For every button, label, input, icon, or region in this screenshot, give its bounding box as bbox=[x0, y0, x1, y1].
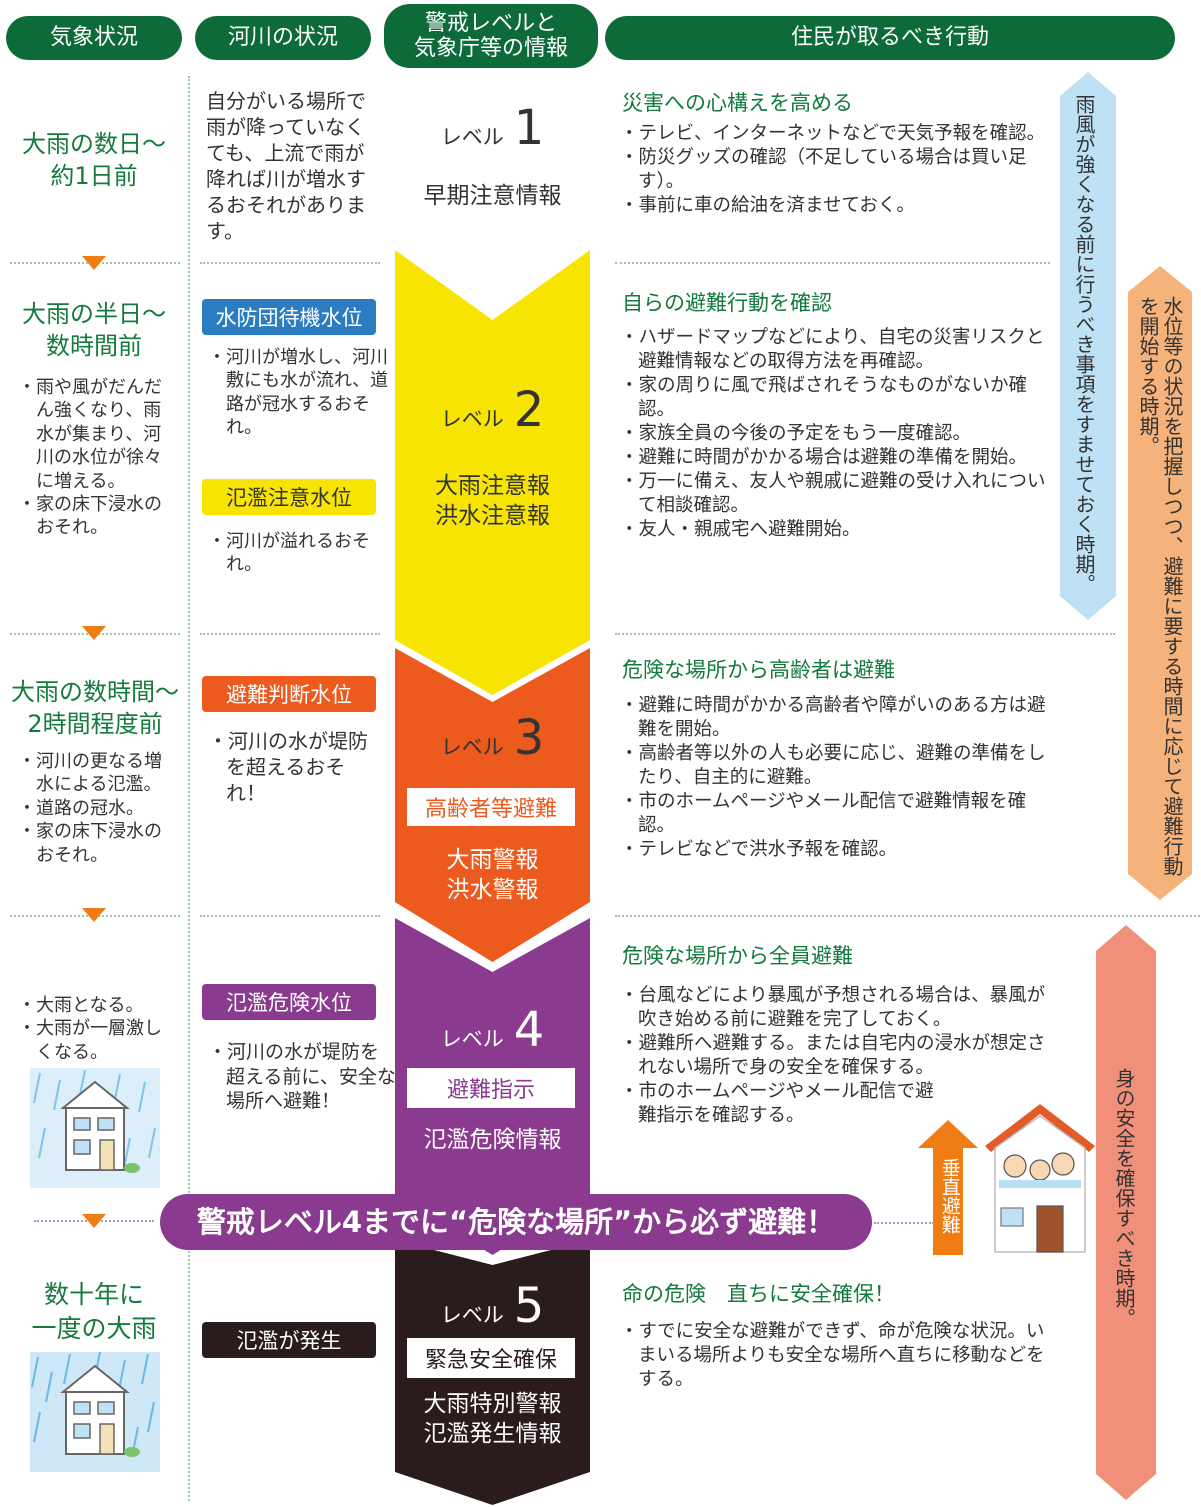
row-arrow-down bbox=[82, 908, 106, 922]
row-divider bbox=[200, 633, 380, 635]
level-4-alert-pill: 避難指示 bbox=[407, 1068, 575, 1108]
side-arrow-blue bbox=[1060, 72, 1116, 620]
row-arrow-down bbox=[82, 256, 106, 270]
level-4-info: 氾濫危険情報 bbox=[423, 1127, 562, 1153]
row3-action-title: 危険な場所から高齢者は避難 bbox=[622, 658, 895, 682]
row3-action-list: ・避難に時間がかかる高齢者や障がいのある方は避難を開始。・高齢者等以外の人も必要… bbox=[620, 695, 1046, 861]
vertical-evacuation-label: 垂直避難 bbox=[938, 1158, 961, 1234]
row-divider bbox=[200, 262, 380, 264]
row4-weather-list: ・大雨となる。・大雨が一層激しくなる。 bbox=[18, 995, 162, 1063]
level-5-info: 大雨特別警報 氾濫発生情報 bbox=[423, 1391, 562, 1447]
row2-weather-list: ・雨や風がだんだん強くなり、雨水が集まり、河川の水位が徐々に増える。・家の床下浸… bbox=[18, 377, 162, 539]
row2-action-list: ・ハザードマップなどにより、自宅の災害リスクと避難情報などの取得方法を再確認。・… bbox=[620, 327, 1046, 541]
side-arrow-red bbox=[1096, 925, 1156, 1500]
header-river: 河川の状況 bbox=[195, 16, 371, 60]
side-arrow-orange bbox=[1128, 266, 1192, 900]
row4-river-text: ・河川の水が堤防を超える前に、安全な場所へ避難！ bbox=[208, 1041, 396, 1113]
row3-river-text: ・河川の水が堤防を超えるおそれ！ bbox=[208, 729, 368, 805]
level-5-alert-pill: 緊急安全確保 bbox=[407, 1338, 575, 1378]
row2-weather-title: 大雨の半日～ 数時間前 bbox=[22, 300, 166, 361]
row5-weather-title: 数十年に 一度の大雨 bbox=[31, 1280, 157, 1343]
evacuation-banner-text: 警戒レベル4までに“危険な場所”から必ず避難！ bbox=[196, 1205, 836, 1239]
row2-action-title: 自らの避難行動を確認 bbox=[622, 291, 832, 315]
house-in-heavy-rain-icon bbox=[30, 1352, 160, 1472]
header-action: 住民が取るべき行動 bbox=[605, 16, 1175, 60]
dotted-connector bbox=[874, 1222, 934, 1224]
evacuation-banner bbox=[160, 1194, 872, 1250]
row3-weather-title: 大雨の数時間～ 2時間程度前 bbox=[11, 678, 179, 739]
river-badge-danger-level: 氾濫危険水位 bbox=[202, 984, 376, 1020]
header-weather: 気象状況 bbox=[6, 16, 182, 60]
family-house-icon bbox=[985, 1104, 1095, 1253]
side-arrow-red-text: 身の安全を確保すべき時期。 bbox=[1112, 1068, 1136, 1328]
header-level: 警戒レベルと 気象庁等の情報 bbox=[384, 4, 598, 68]
row-divider bbox=[615, 633, 1115, 635]
level-3-info: 大雨警報 洪水警報 bbox=[446, 847, 539, 903]
river-badge-standby-level: 水防団待機水位 bbox=[202, 299, 376, 335]
row5-action-list: ・すでに安全な避難ができず、命が危険な状況。いまいる場所よりも安全な場所へ直ちに… bbox=[620, 1321, 1045, 1391]
vertical-evacuation-arrow bbox=[918, 1120, 978, 1255]
row3-weather-list: ・河川の更なる増水による氾濫。・道路の冠水。・家の床下浸水のおそれ。 bbox=[18, 751, 162, 866]
row4-action-list: ・台風などにより暴風が予想される場合は、暴風が吹き始める前に避難を完了しておく。… bbox=[620, 985, 1046, 1127]
row2-river-text2: ・河川が溢れるおそれ。 bbox=[208, 531, 370, 576]
row1-action-list: ・テレビ、インターネットなどで天気予報を確認。・防災グッズの確認（不足している場… bbox=[620, 123, 1046, 217]
row-divider bbox=[615, 915, 1200, 917]
column-divider bbox=[188, 76, 190, 1501]
row-arrow-down bbox=[82, 626, 106, 640]
side-arrow-orange-text: 水位等の状況を把握しつつ、避難に要する時間に応じて避難行動を開始する時期。 bbox=[1136, 296, 1184, 876]
level-2-info: 大雨注意報 洪水注意報 bbox=[435, 473, 550, 529]
river-badge-caution-level: 氾濫注意水位 bbox=[202, 479, 376, 515]
level-1-info: 早期注意情報 bbox=[423, 183, 562, 209]
house-in-rain-icon bbox=[30, 1068, 160, 1188]
level-3-alert-pill: 高齢者等避難 bbox=[407, 788, 575, 826]
row-divider bbox=[200, 915, 380, 917]
level-2-chevron bbox=[395, 250, 590, 695]
row-divider bbox=[615, 262, 1050, 264]
row1-weather-title: 大雨の数日～ 約1日前 bbox=[22, 130, 166, 191]
row2-river-text1: ・河川が増水し、河川敷にも水が流れ、道路が冠水するおそれ。 bbox=[208, 347, 389, 439]
river-badge-judgement-level: 避難判断水位 bbox=[202, 676, 376, 712]
river-badge-flood-occurred: 氾濫が発生 bbox=[202, 1322, 376, 1358]
row1-action-title: 災害への心構えを高める bbox=[622, 91, 853, 115]
row4-action-title: 危険な場所から全員避難 bbox=[622, 944, 853, 968]
side-arrow-blue-text: 雨風が強くなる前に行うべき事項をすませておく時期。 bbox=[1072, 94, 1096, 594]
row-arrow-down bbox=[82, 1214, 106, 1228]
row1-river-text: 自分がいる場所で雨が降っていなくても、上流で雨が降れば川が増水するおそれがありま… bbox=[206, 89, 366, 243]
row5-action-title: 命の危険 直ちに安全確保！ bbox=[622, 1282, 895, 1306]
